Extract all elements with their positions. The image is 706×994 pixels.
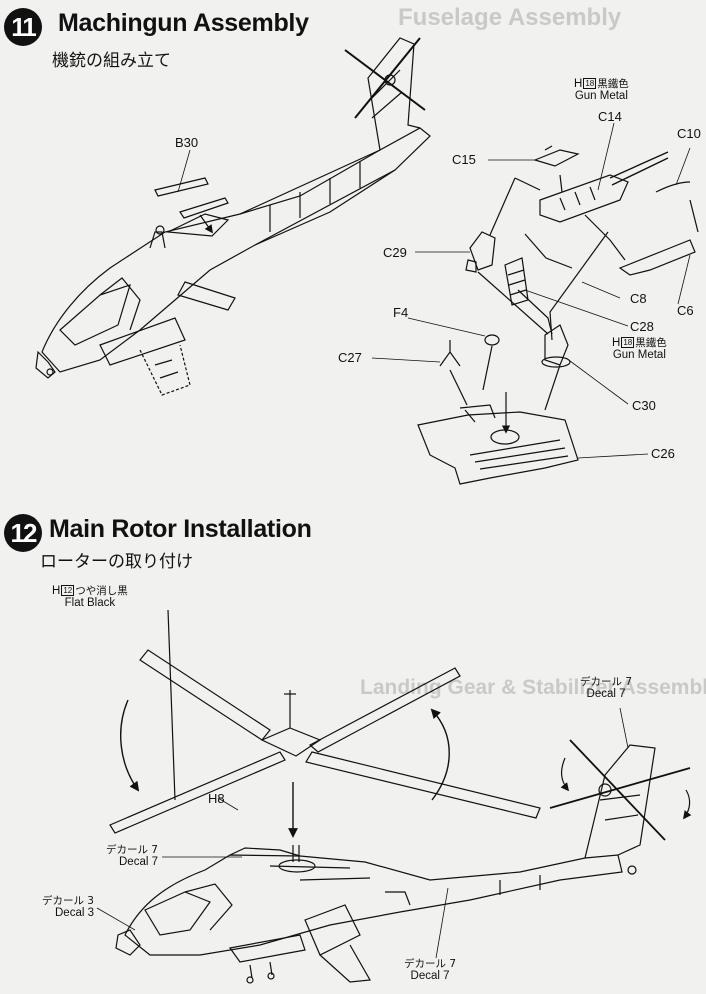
leaders-step12 xyxy=(96,707,629,959)
callout-c30: C30 xyxy=(632,398,656,413)
decal-jp: デカール 7 xyxy=(105,844,158,856)
decal-en: Decal 7 xyxy=(410,970,450,982)
decal-jp: デカール 7 xyxy=(580,676,633,688)
callout-c29: C29 xyxy=(383,245,407,260)
callout-f4: F4 xyxy=(393,305,409,320)
machinegun-parts xyxy=(417,145,699,485)
decal-callout-lower: デカール 7 Decal 7 xyxy=(404,958,456,982)
decal-callout-upper: デカール 7 Decal 7 xyxy=(96,844,158,868)
paint-en: Flat Black xyxy=(64,597,116,609)
leaders-step11 xyxy=(177,122,691,459)
main-rotor xyxy=(109,609,692,838)
paint-jp: 黒鐵色 xyxy=(597,78,629,90)
step-title-11: Machingun Assembly xyxy=(58,9,309,37)
step-subtitle-11: 機銃の組み立て xyxy=(52,51,171,71)
paint-en: Gun Metal xyxy=(612,349,666,361)
step-subtitle-12: ローターの取り付け xyxy=(40,552,193,572)
step-title-12: Main Rotor Installation xyxy=(49,515,312,543)
paint-jp: つや消し黒 xyxy=(75,585,128,597)
callout-h8: H8 xyxy=(208,791,225,806)
callout-b30: B30 xyxy=(175,135,199,150)
paint-code-box: 12 xyxy=(61,585,75,596)
paint-code-box: 18 xyxy=(583,78,597,89)
decal-callout-tail: デカール 7 Decal 7 xyxy=(580,676,632,700)
decal-callout-nose: デカール 3 Decal 3 xyxy=(28,895,94,919)
callout-c26: C26 xyxy=(651,446,675,461)
callout-c28: C28 xyxy=(630,319,654,334)
paint-en: Gun Metal xyxy=(574,90,628,102)
callout-c27: C27 xyxy=(338,350,362,365)
callout-c10: C10 xyxy=(677,126,701,141)
step-number-12: 12 xyxy=(4,514,42,552)
helicopter-body-step11 xyxy=(35,37,431,396)
paint-code-box: 18 xyxy=(621,337,635,348)
decal-en: Decal 3 xyxy=(55,907,94,919)
callout-c8: C8 xyxy=(630,291,647,306)
callout-c6: C6 xyxy=(677,303,694,318)
callout-c15: C15 xyxy=(452,152,476,167)
show-through-title-b: Landing Gear & Stabilizer Assembly xyxy=(360,676,706,699)
decal-jp: デカール 3 xyxy=(41,895,94,907)
helicopter-body-step12 xyxy=(115,739,691,984)
decal-en: Decal 7 xyxy=(586,688,626,700)
show-through-title-a: Fuselage Assembly xyxy=(398,4,622,31)
decal-jp: デカール 7 xyxy=(404,958,457,970)
callout-c14: C14 xyxy=(598,109,622,124)
paint-jp: 黒鐵色 xyxy=(635,337,667,349)
step-number-11: 11 xyxy=(4,8,42,46)
decal-en: Decal 7 xyxy=(119,856,158,868)
